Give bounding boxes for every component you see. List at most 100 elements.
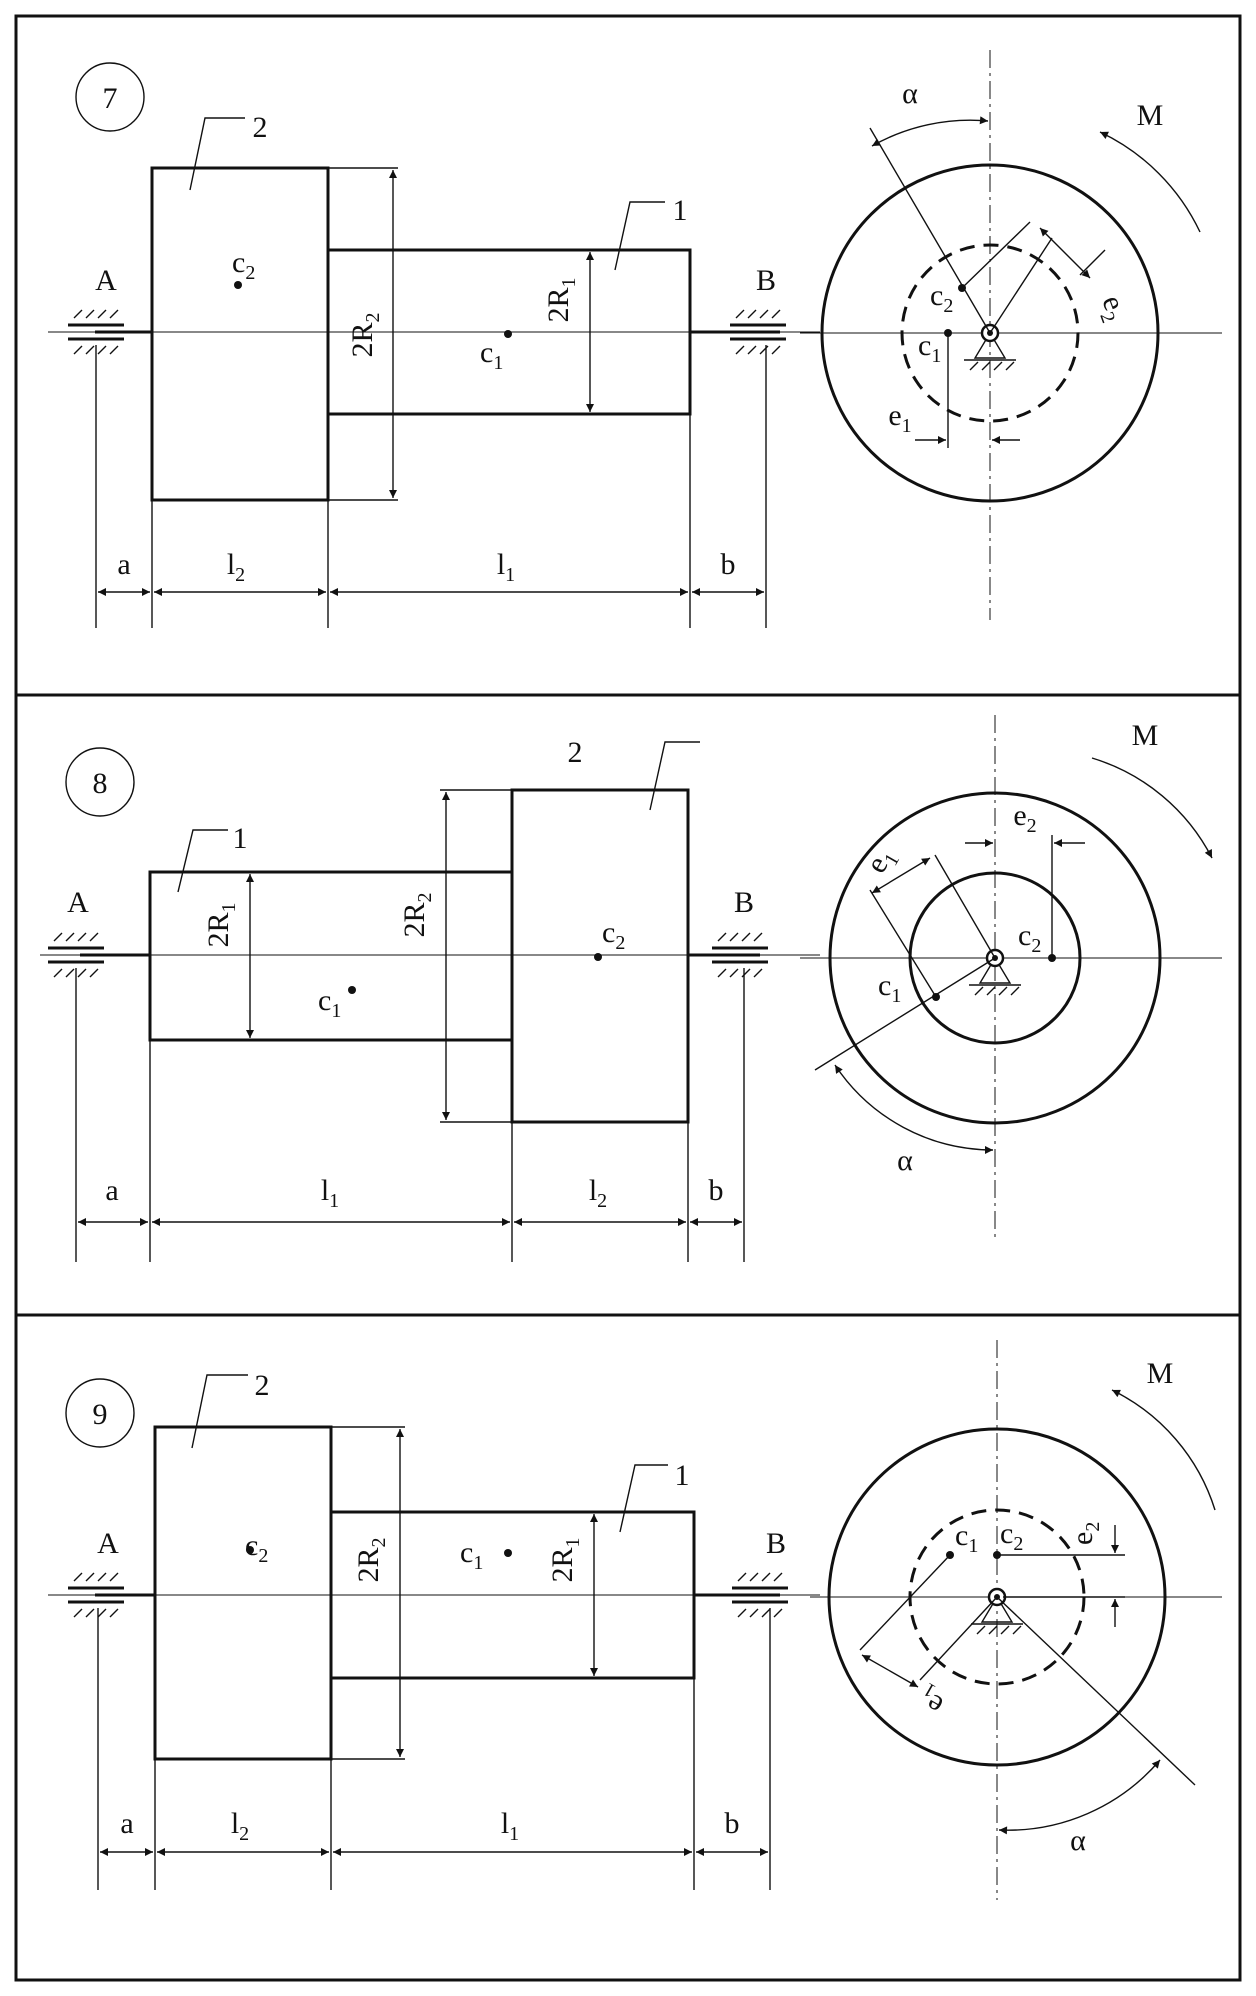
panel-9: 9 A B 2 1 c2 c1 2R2 2R1 <box>48 1340 1222 1900</box>
dim-2r2-label: 2R2 <box>352 1537 390 1582</box>
e1-label: e1 <box>859 842 904 881</box>
alpha-arc <box>834 1064 994 1154</box>
dim-2r2-label: 2R2 <box>398 892 436 937</box>
bearing-b <box>730 309 786 355</box>
e2-label: e2 <box>1091 291 1135 326</box>
center-c1-label: c1 <box>460 1536 483 1574</box>
panel-number: 8 <box>93 767 108 800</box>
center-c2-label: c2 <box>232 246 255 284</box>
dim-b-label: b <box>709 1174 724 1207</box>
alpha-arc <box>871 116 989 147</box>
outer-disk <box>820 163 1160 503</box>
alpha-label: α <box>902 77 918 110</box>
support-a-label: A <box>95 264 117 297</box>
dim-2r1-label: 2R1 <box>542 277 580 322</box>
bearing-a <box>48 932 104 978</box>
dim-b-label: b <box>721 548 736 581</box>
support-b-label: B <box>734 886 754 919</box>
part-2-leader <box>191 1374 248 1449</box>
dim-l1-label: l1 <box>321 1174 339 1212</box>
panel-number: 9 <box>93 1398 108 1431</box>
end-view-7: α M c2 c1 e2 e1 <box>800 50 1222 620</box>
center-c1-dot <box>504 1549 512 1557</box>
alpha-label: α <box>1070 1824 1086 1857</box>
part-1-label: 1 <box>675 1459 690 1492</box>
moment-arrow <box>1091 757 1213 859</box>
body-1 <box>326 248 692 416</box>
moment-arrow <box>1099 131 1201 233</box>
part-1-leader <box>177 829 228 893</box>
body-1 <box>329 1510 696 1680</box>
sheet-frame <box>14 14 1242 1982</box>
center-c1-dot <box>504 330 512 338</box>
outer-disk <box>828 791 1162 1125</box>
dim-a-label: a <box>117 548 130 581</box>
bearing-b <box>732 1572 788 1618</box>
support-a-label: A <box>97 1527 119 1560</box>
e1-dim-line <box>861 1654 919 1688</box>
center-c1-dot <box>348 986 356 994</box>
support-a-label: A <box>67 886 89 919</box>
dim-2r1-label: 2R1 <box>202 902 240 947</box>
dim-2r2-label: 2R2 <box>346 312 384 357</box>
bearing-a <box>68 309 124 355</box>
center-c2-label: c2 <box>245 1529 268 1567</box>
dim-2r1-label: 2R1 <box>546 1537 584 1582</box>
moment-arrow <box>1111 1389 1216 1511</box>
c1-point-label: c1 <box>878 969 901 1007</box>
dim-b-label: b <box>725 1807 740 1840</box>
part-1-label: 1 <box>233 822 248 855</box>
center-c2-dot <box>234 281 242 289</box>
center-c2-dot <box>246 1546 254 1554</box>
part-1-leader <box>614 201 665 271</box>
c2-point-label: c2 <box>930 279 953 317</box>
bearing-a <box>68 1572 124 1618</box>
outer-disk <box>827 1427 1167 1767</box>
dim-l1-label: l1 <box>497 548 515 586</box>
part-2-label: 2 <box>568 736 583 769</box>
part-1-label: 1 <box>673 194 688 227</box>
e2-dim-line <box>1039 227 1091 279</box>
c2-point-label: c2 <box>1000 1517 1023 1555</box>
part-2-label: 2 <box>253 111 268 144</box>
center-c2-label: c2 <box>602 916 625 954</box>
dim-l1-label: l1 <box>501 1807 519 1845</box>
support-b-label: B <box>766 1527 786 1560</box>
e1-label: e1 <box>912 1678 951 1723</box>
moment-label: M <box>1147 1357 1174 1390</box>
part-2-leader <box>649 741 700 811</box>
dim-l2-label: l2 <box>231 1807 249 1845</box>
body-2 <box>153 1425 333 1761</box>
support-b-label: B <box>756 264 776 297</box>
inner-disk <box>908 871 1082 1045</box>
body-2 <box>510 788 690 1124</box>
center-c2-dot <box>594 953 602 961</box>
dim-l2-label: l2 <box>227 548 245 586</box>
e1-dim-line <box>871 857 931 894</box>
center-c1-label: c1 <box>318 984 341 1022</box>
panel-number-badge <box>75 62 145 132</box>
part-2-leader <box>189 117 245 191</box>
end-view-8: M e1 c1 c2 e2 α <box>800 715 1222 1240</box>
dim-a-label: a <box>120 1807 133 1840</box>
e2-label: e2 <box>1013 799 1036 837</box>
body-2 <box>150 166 330 502</box>
part-1-leader <box>619 1464 668 1533</box>
alpha-arc <box>998 1759 1161 1835</box>
c1-point <box>932 993 940 1001</box>
center-c1-label: c1 <box>480 336 503 374</box>
dim-l2-label: l2 <box>589 1174 607 1212</box>
e1-label: e1 <box>888 399 911 437</box>
dim-a-label: a <box>105 1174 118 1207</box>
end-view-9: M c1 c2 e2 e1 α <box>810 1340 1222 1900</box>
panel-number-badge <box>65 1378 135 1448</box>
inner-disk-dashed <box>900 243 1080 423</box>
bearing-b <box>712 932 768 978</box>
alpha-label: α <box>897 1144 913 1177</box>
panel-number: 7 <box>103 82 118 115</box>
panel-8: 8 A B 1 2 c1 c2 2R1 2R2 <box>40 715 1222 1262</box>
e2-label: e2 <box>1066 1522 1104 1545</box>
c2-point-label: c2 <box>1018 919 1041 957</box>
panel-number-badge <box>65 747 135 817</box>
